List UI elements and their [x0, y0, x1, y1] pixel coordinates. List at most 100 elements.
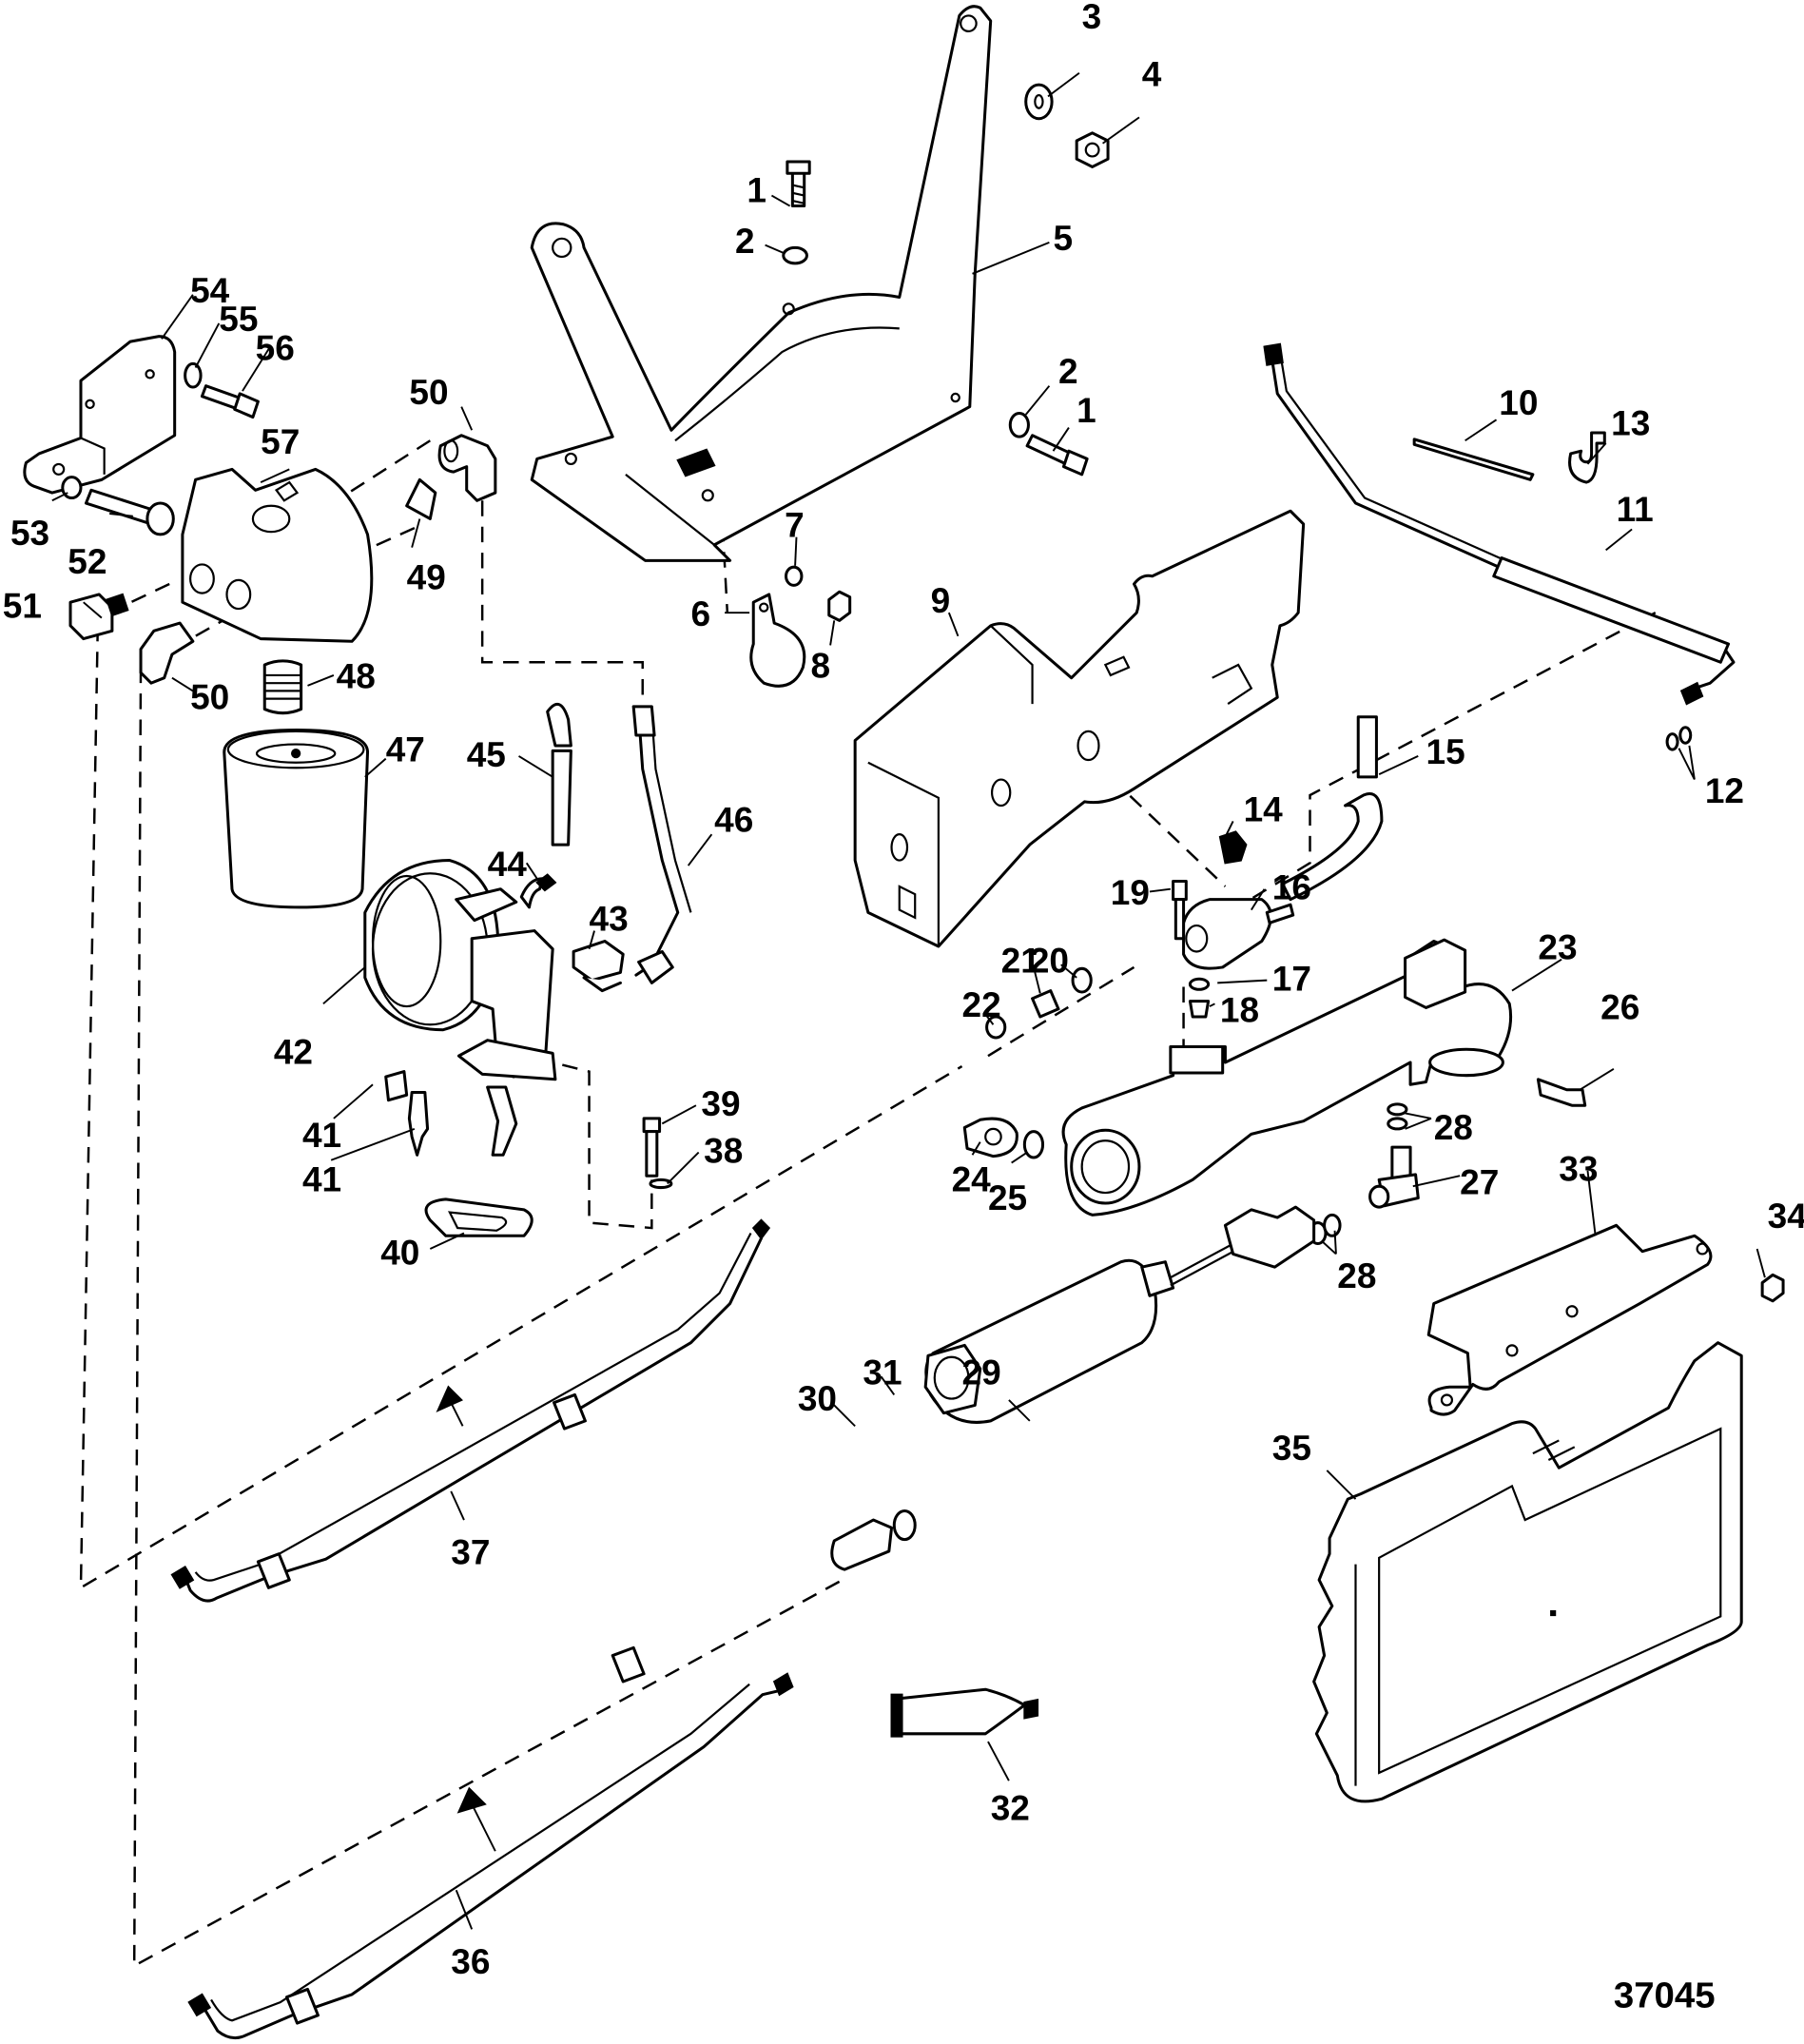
part-mechanical-fuel-pump-42	[363, 859, 557, 1157]
part-fuel-line-46	[631, 705, 692, 984]
part-mounting-bracket	[530, 5, 993, 562]
callout-54: 54	[190, 271, 230, 310]
part-fitting-26	[1536, 1078, 1587, 1107]
part-o-rings-12	[1665, 726, 1693, 751]
callout-14: 14	[1244, 789, 1284, 828]
callout-2a: 2	[735, 222, 755, 261]
callout-13: 13	[1611, 404, 1650, 443]
part-washer-2b	[1008, 411, 1030, 438]
part-washer-2a	[782, 245, 808, 265]
callout-8: 8	[811, 647, 831, 686]
callout-33: 33	[1559, 1150, 1598, 1189]
part-electric-fuel-pump-29	[923, 1205, 1316, 1424]
callout-36: 36	[451, 1942, 490, 1981]
part-nut-4	[1075, 131, 1110, 168]
part-nut-8	[827, 590, 852, 622]
part-bolt-56	[200, 384, 260, 419]
callout-2b: 2	[1058, 352, 1078, 391]
part-hose-45	[546, 702, 572, 847]
callout-23: 23	[1538, 928, 1577, 967]
callout-38: 38	[704, 1132, 743, 1171]
callout-43: 43	[590, 900, 629, 939]
part-o-ring-25	[1022, 1130, 1045, 1159]
callout-53: 53	[10, 514, 49, 553]
part-washer-3	[1024, 83, 1054, 121]
part-fitting-41b	[407, 1091, 430, 1157]
part-fitting-21	[1031, 989, 1060, 1019]
part-filter-head-57	[181, 467, 374, 643]
callout-21: 21	[1001, 941, 1040, 980]
part-fuel-line-37	[170, 1218, 771, 1603]
callout-26: 26	[1600, 988, 1639, 1027]
part-fitting-51	[68, 593, 129, 641]
part-cover-35	[1312, 1341, 1743, 1803]
callout-24: 24	[952, 1160, 992, 1199]
callout-55: 55	[219, 300, 258, 339]
part-cable-tie-10	[1412, 438, 1535, 481]
callout-47: 47	[386, 730, 425, 769]
part-nipple-48	[262, 659, 303, 715]
callout-28b: 28	[1337, 1256, 1376, 1295]
callout-3: 3	[1082, 0, 1102, 36]
callout-19: 19	[1111, 873, 1150, 912]
callout-18: 18	[1220, 991, 1259, 1030]
callout-50a: 50	[409, 373, 448, 412]
callout-42: 42	[274, 1032, 313, 1071]
part-elbow-50a	[437, 434, 497, 502]
part-washer-7	[785, 565, 804, 587]
part-bolt-19	[1172, 879, 1188, 941]
callout-5: 5	[1053, 219, 1073, 258]
callout-40: 40	[380, 1233, 419, 1272]
callout-32: 32	[991, 1788, 1030, 1827]
part-screw-14	[1218, 830, 1248, 865]
part-gasket-40	[424, 1197, 533, 1237]
callout-34: 34	[1768, 1197, 1804, 1236]
callout-48: 48	[337, 657, 376, 696]
callout-labels: 1 2 3 4 5 2 1 6 7 8 9 10 11 12 13 14 15 …	[3, 0, 1804, 1981]
diagram-reference-number: 37045	[1614, 1976, 1716, 2016]
callout-22: 22	[962, 985, 1001, 1024]
part-washer-3-hole	[1034, 93, 1044, 109]
part-clamp-6	[749, 593, 806, 688]
part-elbow-fitting-27	[1368, 1145, 1420, 1209]
part-fuel-line-36	[187, 1645, 794, 2040]
callout-1b: 1	[1077, 391, 1096, 430]
callout-41b: 41	[302, 1160, 341, 1199]
callout-50b: 50	[190, 678, 229, 717]
part-clip-44	[535, 873, 557, 892]
part-elbow-50b	[139, 621, 195, 685]
part-cover-9	[853, 509, 1306, 948]
callout-1a: 1	[747, 170, 766, 209]
part-washer-55	[184, 361, 203, 389]
part-regulator-16	[1182, 898, 1295, 970]
callout-29: 29	[962, 1353, 1001, 1392]
flow-direction-arrows	[436, 1385, 496, 1852]
callout-11: 11	[1617, 490, 1654, 529]
callout-9: 9	[931, 581, 951, 620]
part-filter-bracket-54	[23, 335, 177, 495]
part-o-ring-17	[1188, 977, 1211, 991]
part-fuel-cooler-23	[1061, 938, 1513, 1217]
part-o-ring-31	[892, 1509, 917, 1542]
callout-20: 20	[1030, 941, 1069, 980]
part-plug-49	[405, 477, 437, 520]
callout-28a: 28	[1434, 1108, 1473, 1147]
callout-44: 44	[488, 845, 528, 884]
part-washer-38	[649, 1178, 673, 1190]
callout-30: 30	[798, 1379, 837, 1418]
callout-6: 6	[690, 594, 710, 633]
callout-31: 31	[863, 1353, 902, 1392]
part-clip-13	[1568, 431, 1606, 484]
callout-39: 39	[701, 1084, 740, 1123]
part-bolt-1a	[786, 160, 811, 208]
callout-17: 17	[1272, 960, 1311, 999]
callout-12: 12	[1705, 771, 1744, 810]
callout-25: 25	[988, 1178, 1027, 1217]
callout-51: 51	[3, 587, 42, 626]
part-bracket-33	[1426, 1223, 1713, 1416]
part-bolt-39	[642, 1117, 662, 1178]
part-fitting-30	[830, 1518, 894, 1571]
part-sealant-tube-32	[890, 1687, 1039, 1738]
callout-16: 16	[1272, 868, 1311, 907]
